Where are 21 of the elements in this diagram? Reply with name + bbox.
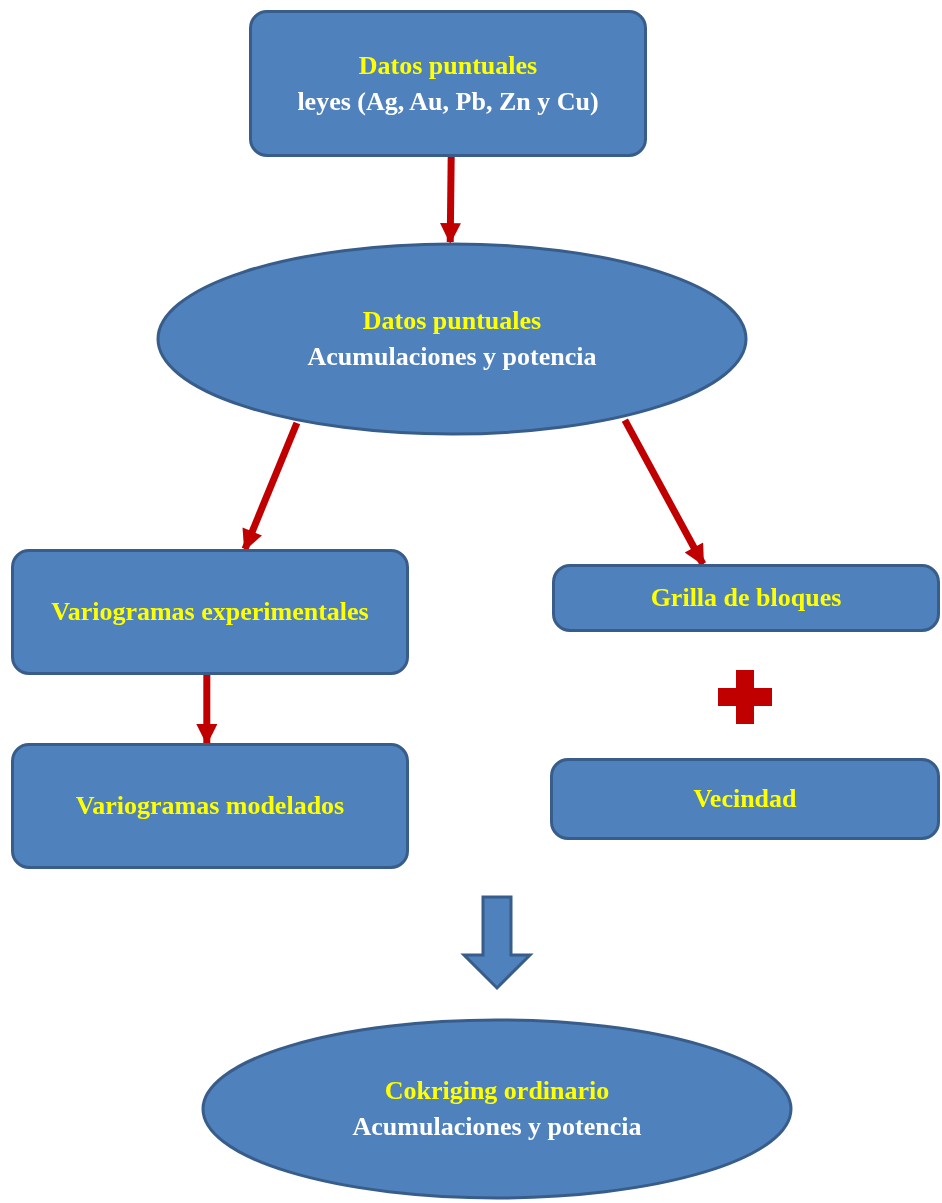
node-body: Acumulaciones y potencia bbox=[307, 341, 597, 373]
arrow bbox=[241, 421, 301, 551]
process-box bbox=[550, 758, 940, 840]
block-arrow bbox=[460, 895, 534, 991]
process-box bbox=[552, 564, 940, 632]
process-box bbox=[11, 743, 409, 869]
process-box bbox=[11, 549, 409, 675]
node-heading: Variogramas modelados bbox=[75, 790, 345, 822]
node-heading: Datos puntuales bbox=[362, 305, 542, 337]
node-body: Acumulaciones y potencia bbox=[352, 1111, 642, 1143]
node-heading: Grilla de bloques bbox=[650, 582, 842, 614]
process-box bbox=[249, 10, 647, 157]
arrow bbox=[621, 418, 706, 566]
node-heading: Cokriging ordinario bbox=[384, 1075, 610, 1107]
node-body: leyes (Ag, Au, Pb, Zn y Cu) bbox=[297, 85, 599, 118]
process-ellipse bbox=[156, 242, 748, 436]
node-heading: Vecindad bbox=[693, 783, 797, 815]
arrow bbox=[439, 156, 461, 245]
process-ellipse bbox=[201, 1018, 793, 1200]
node-heading: Datos puntuales bbox=[358, 49, 538, 82]
node-heading: Variogramas experimentales bbox=[51, 596, 369, 628]
